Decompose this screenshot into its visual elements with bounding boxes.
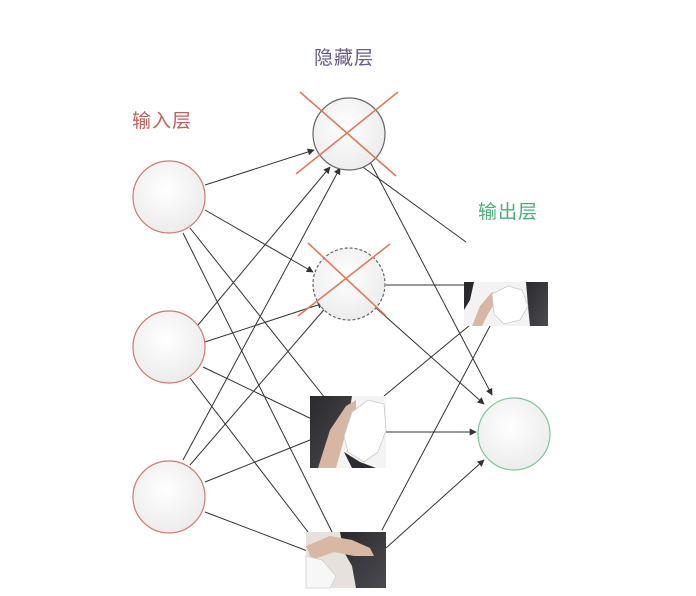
edge	[205, 436, 320, 482]
photo-thumbnail	[464, 282, 548, 326]
edge	[384, 325, 470, 396]
input-node-1	[133, 161, 205, 233]
input-node-3	[133, 461, 205, 533]
input-node-2	[133, 311, 205, 383]
output-layer-label: 输出层	[478, 197, 538, 224]
edge	[190, 378, 318, 545]
output-node-1	[478, 398, 550, 470]
input-layer	[133, 161, 205, 533]
edge	[382, 326, 490, 530]
edge	[205, 150, 314, 185]
edge	[205, 210, 313, 272]
output-layer	[464, 282, 550, 470]
edge	[203, 367, 318, 422]
photo-thumbnail	[306, 532, 386, 588]
hidden-layer	[296, 92, 398, 588]
photo-thumbnail	[310, 396, 386, 468]
edge	[386, 460, 484, 548]
input-layer-label: 输入层	[132, 106, 192, 133]
hidden-layer-label: 隐藏层	[314, 43, 374, 70]
edge	[205, 512, 318, 555]
edge	[368, 158, 492, 395]
edge	[360, 165, 466, 242]
connections	[183, 150, 492, 555]
